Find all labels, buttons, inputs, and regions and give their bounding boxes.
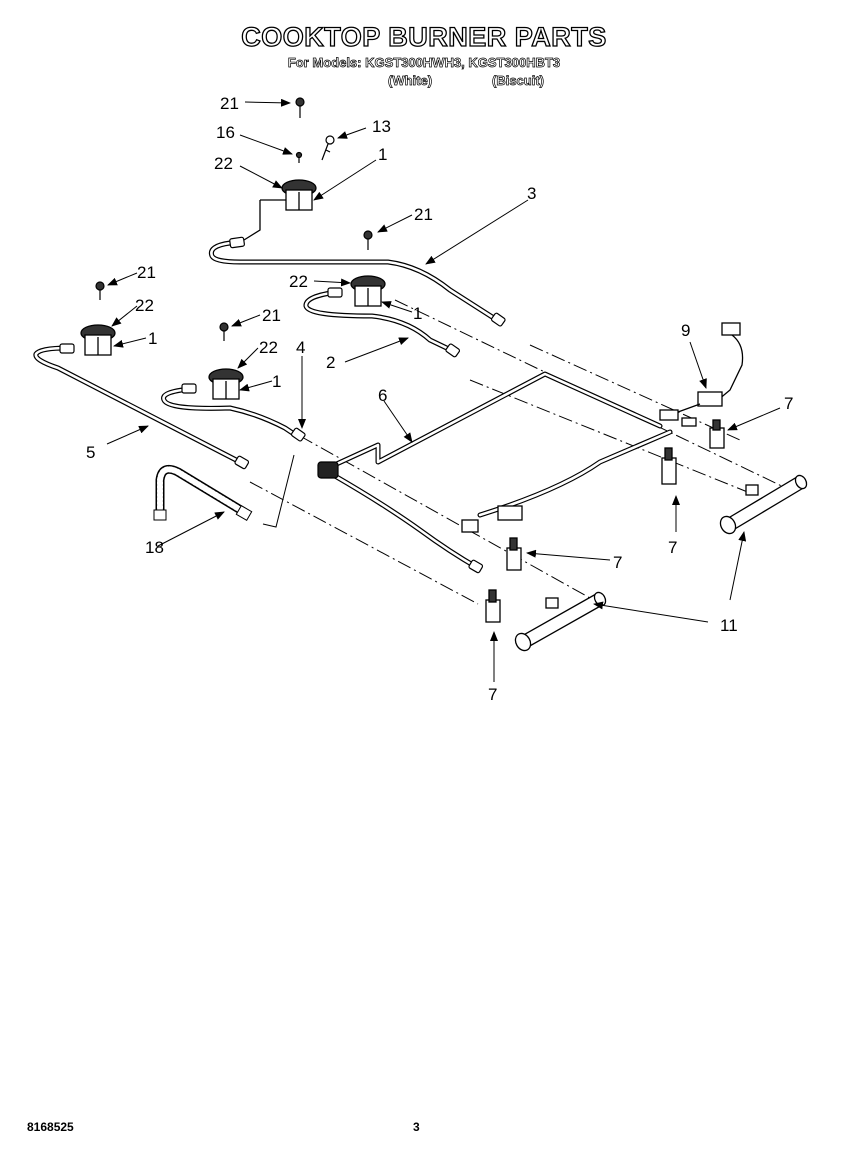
- callout-7: 7: [488, 685, 497, 704]
- screw-16: [295, 151, 303, 163]
- callout-numbers: 21 16 13 22 1 3 21 22 1 21 22 1 21 22 1 …: [86, 94, 793, 704]
- diagram-title: COOKTOP BURNER PARTS: [241, 21, 607, 52]
- callout-3: 3: [527, 184, 536, 203]
- callout-7: 7: [784, 394, 793, 413]
- callout-11: 11: [720, 616, 738, 635]
- electrode-switches: [485, 419, 725, 623]
- screw-21c: [95, 281, 105, 300]
- manifold-fitting: [317, 461, 339, 479]
- callout-21: 21: [137, 263, 156, 282]
- mounting-brackets: [545, 484, 759, 609]
- burner-base-front-right: [208, 368, 244, 400]
- burner-base-rear-left: [243, 179, 317, 241]
- variant-biscuit: (Biscuit): [492, 73, 545, 89]
- callout-22: 22: [135, 296, 154, 315]
- callout-21: 21: [414, 205, 433, 224]
- page-number: 3: [413, 1120, 420, 1134]
- switch-center: [506, 537, 522, 571]
- callout-4: 4: [296, 338, 305, 357]
- screw-13: [321, 135, 335, 161]
- callout-16: 16: [216, 123, 235, 142]
- callout-9: 9: [681, 321, 690, 340]
- burner-base-rear-right: [350, 275, 386, 307]
- models-line: For Models: KGST300HWH3, KGST300HBT3: [287, 55, 561, 71]
- knob-rods: [514, 474, 808, 652]
- spark-module: [461, 322, 744, 533]
- callout-5: 5: [86, 443, 95, 462]
- tube-fittings: [59, 236, 506, 574]
- callout-21: 21: [220, 94, 239, 113]
- callout-1: 1: [378, 145, 387, 164]
- callout-21: 21: [262, 306, 281, 325]
- burner-bases: [80, 179, 386, 400]
- callout-7: 7: [613, 553, 622, 572]
- callout-6: 6: [378, 386, 387, 405]
- callout-22: 22: [289, 272, 308, 291]
- screw-21d: [219, 322, 229, 341]
- switch-center-right: [661, 447, 677, 485]
- callout-2: 2: [326, 353, 335, 372]
- callout-13: 13: [372, 117, 391, 136]
- document-number: 8168525: [27, 1120, 74, 1134]
- callout-1: 1: [148, 329, 157, 348]
- burner-base-front-left: [80, 324, 116, 356]
- gas-tubes: [33, 240, 673, 571]
- switch-upper-right: [709, 419, 725, 449]
- screws: [95, 97, 373, 341]
- knob-rod-left: [514, 591, 607, 652]
- callout-22: 22: [214, 154, 233, 173]
- callout-22: 22: [259, 338, 278, 357]
- flex-hose: [153, 464, 253, 522]
- switch-lower: [485, 589, 501, 623]
- callout-1: 1: [272, 372, 281, 391]
- variant-white: (White): [388, 73, 433, 89]
- callout-7: 7: [668, 538, 677, 557]
- knob-rod-right: [719, 474, 808, 535]
- screw-21a: [295, 97, 305, 118]
- callout-18: 18: [145, 538, 164, 557]
- callout-1: 1: [413, 304, 422, 323]
- screw-21b: [363, 230, 373, 250]
- leader-lines: [106, 98, 781, 682]
